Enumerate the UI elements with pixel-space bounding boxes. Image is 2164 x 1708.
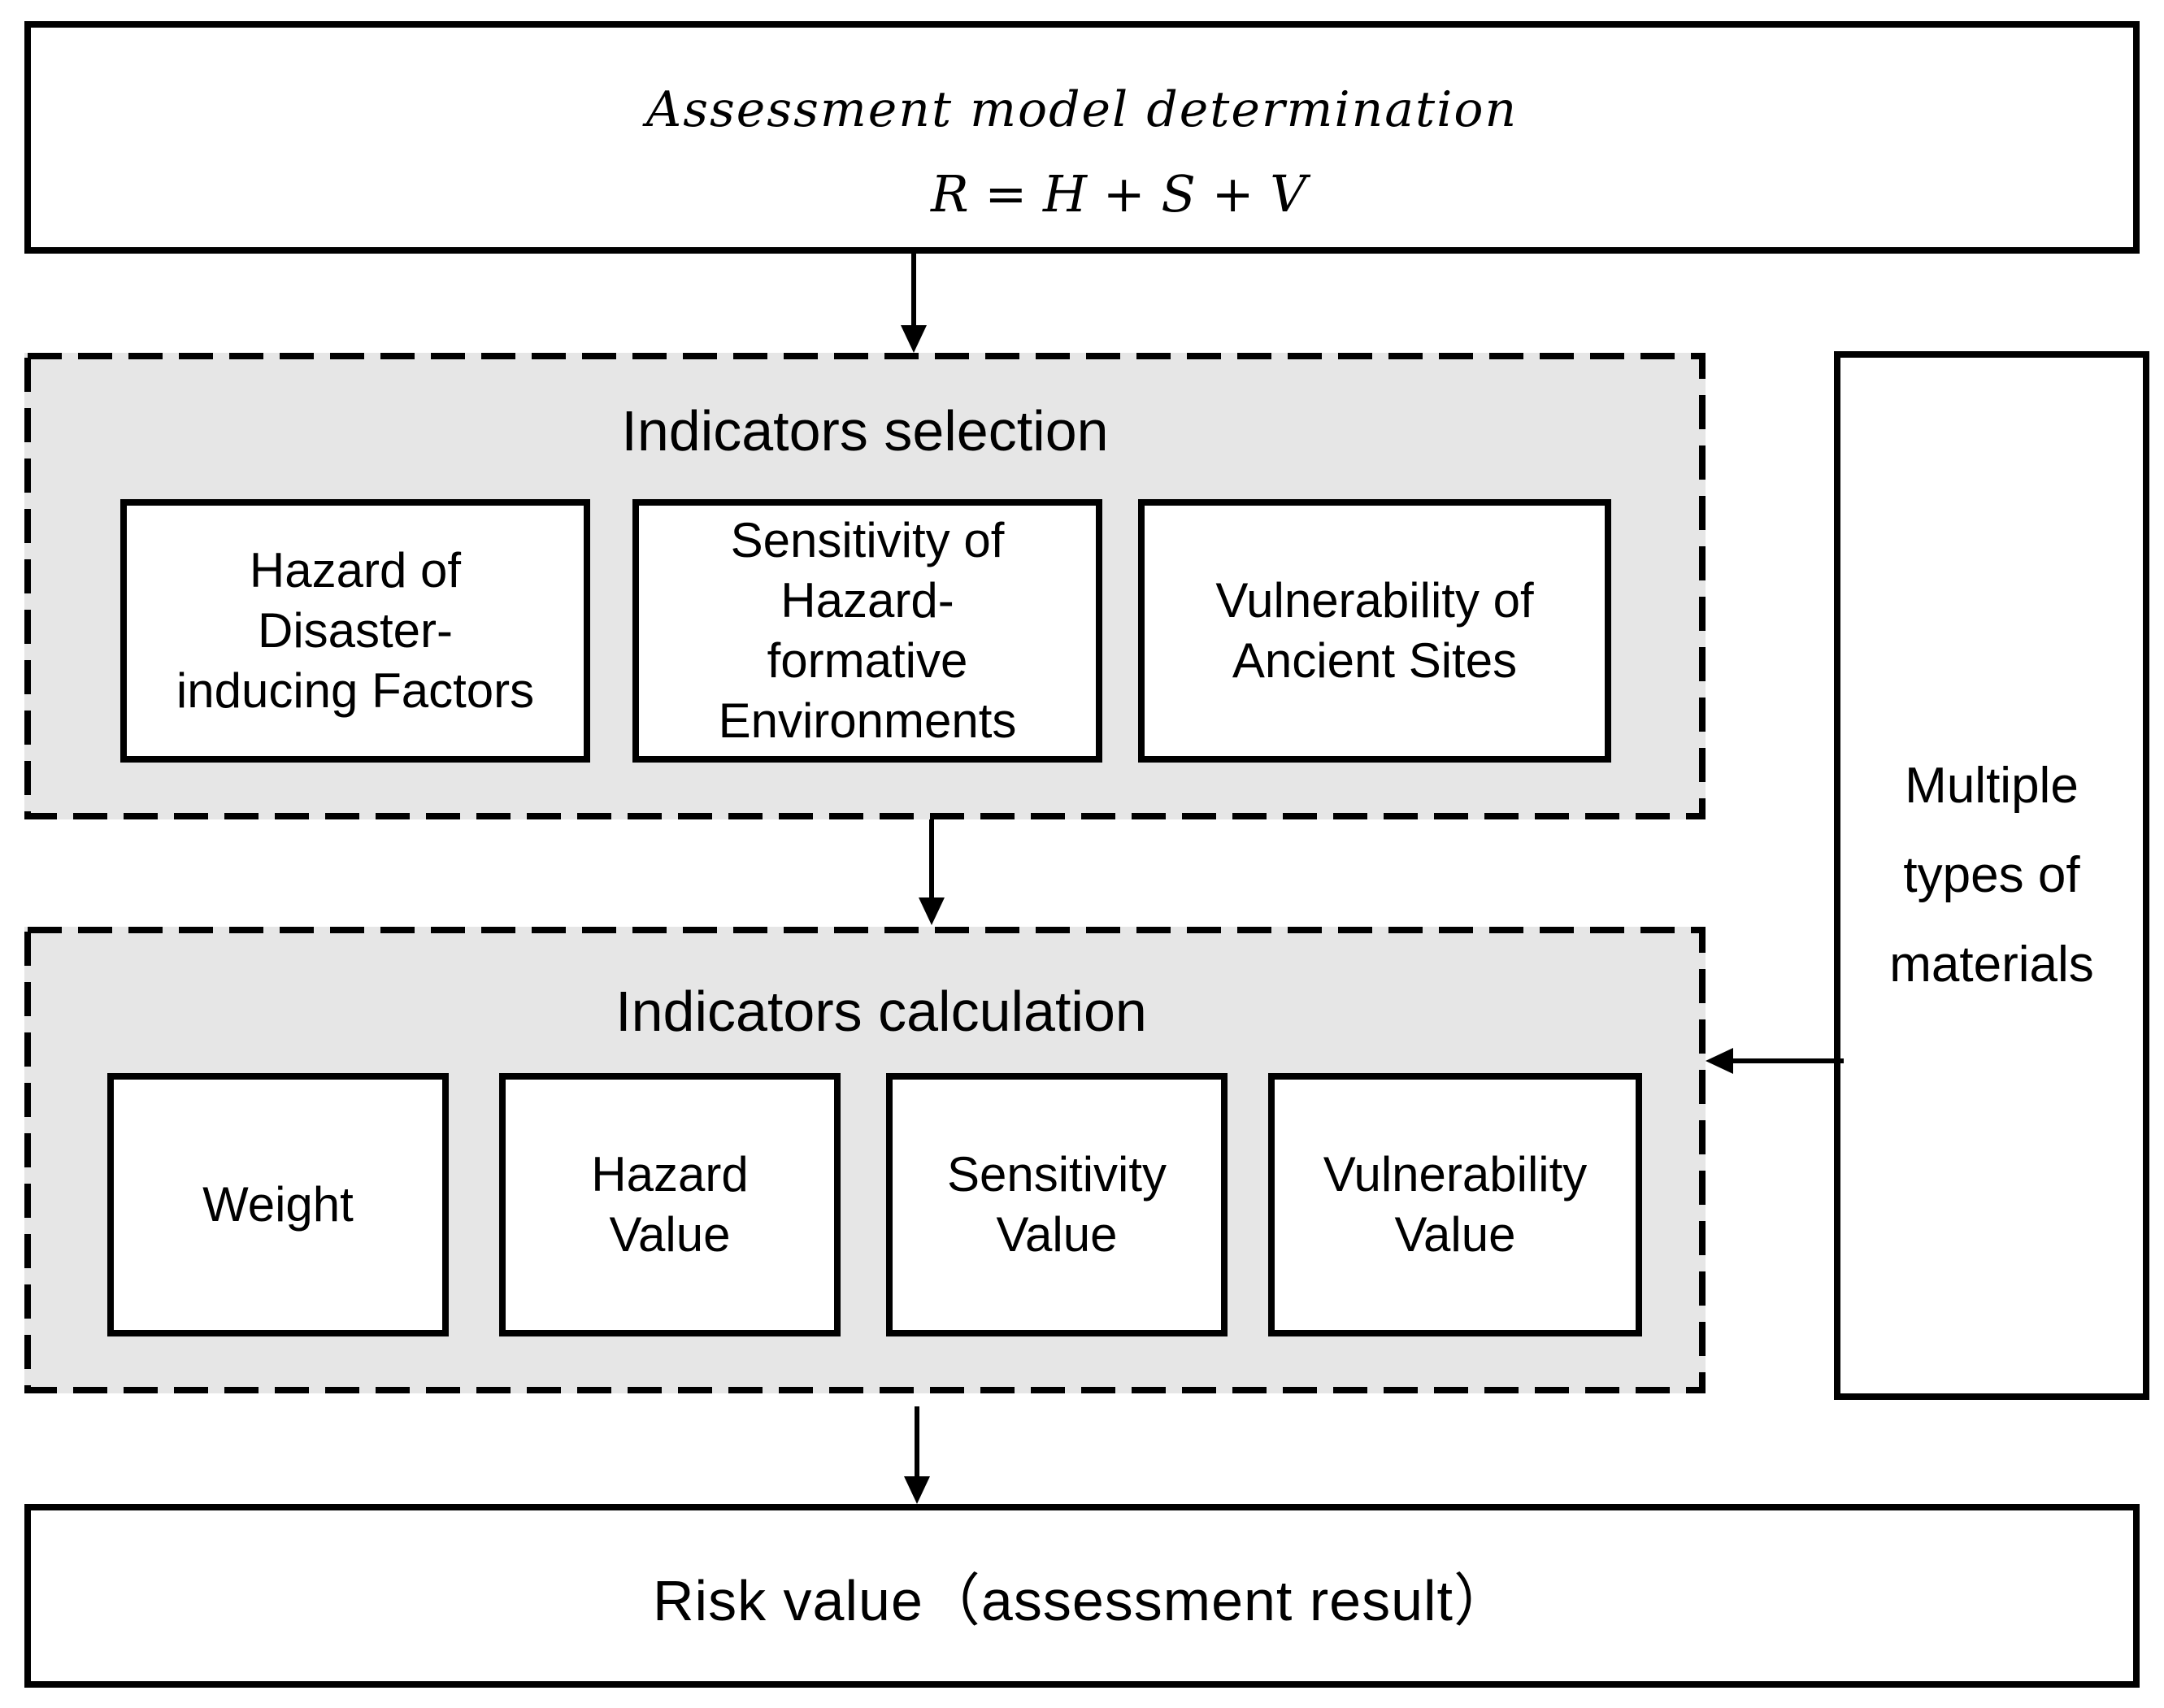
vulnerability-value-box: Vulnerability Value [1268, 1073, 1642, 1336]
arrow-model-to-selection [901, 254, 927, 353]
model-formula: R = H + S + V [930, 164, 1307, 224]
model-title: Assessment model determination [645, 81, 1519, 138]
arrow-calculation-to-result [904, 1406, 930, 1504]
dashed-border [24, 353, 1706, 819]
risk-value-label: Risk value（assessment result） [653, 1568, 1511, 1632]
arrow-materials-to-calculation [1706, 1048, 1844, 1074]
arrow-selection-to-calculation [919, 819, 945, 925]
vulnerability-sites-box: Vulnerability of Ancient Sites [1138, 499, 1611, 763]
materials-label: Multiple types of materials [1889, 758, 2094, 993]
weight-box: Weight [107, 1073, 449, 1336]
materials-box: Multiple types of materials [1834, 351, 2149, 1400]
assessment-model-box: Assessment model determination R = H + S… [24, 21, 2140, 254]
selection-title: Indicators selection [621, 399, 1109, 463]
hazard-value-box: Hazard Value [499, 1073, 841, 1336]
hazard-factors-label: Hazard of Disaster- inducing Factors [176, 543, 535, 718]
sensitivity-value-label: Sensitivity Value [946, 1147, 1167, 1262]
hazard-value-label: Hazard Value [591, 1147, 749, 1262]
weight-label: Weight [202, 1177, 354, 1232]
sensitivity-environments-label: Sensitivity of Hazard- formative Environ… [718, 513, 1017, 748]
vulnerability-value-label: Vulnerability Value [1323, 1147, 1588, 1262]
dashed-border [24, 927, 1706, 1393]
hazard-factors-box: Hazard of Disaster- inducing Factors [120, 499, 590, 763]
indicators-selection-group: Indicators selection Hazard of Disaster-… [24, 353, 1706, 819]
sensitivity-environments-box: Sensitivity of Hazard- formative Environ… [632, 499, 1102, 763]
risk-value-box: Risk value（assessment result） [24, 1504, 2140, 1688]
vulnerability-sites-label: Vulnerability of Ancient Sites [1215, 573, 1534, 688]
indicators-calculation-group: Indicators calculation Weight Hazard Val… [24, 927, 1706, 1393]
calculation-title: Indicators calculation [615, 980, 1147, 1043]
sensitivity-value-box: Sensitivity Value [886, 1073, 1228, 1336]
